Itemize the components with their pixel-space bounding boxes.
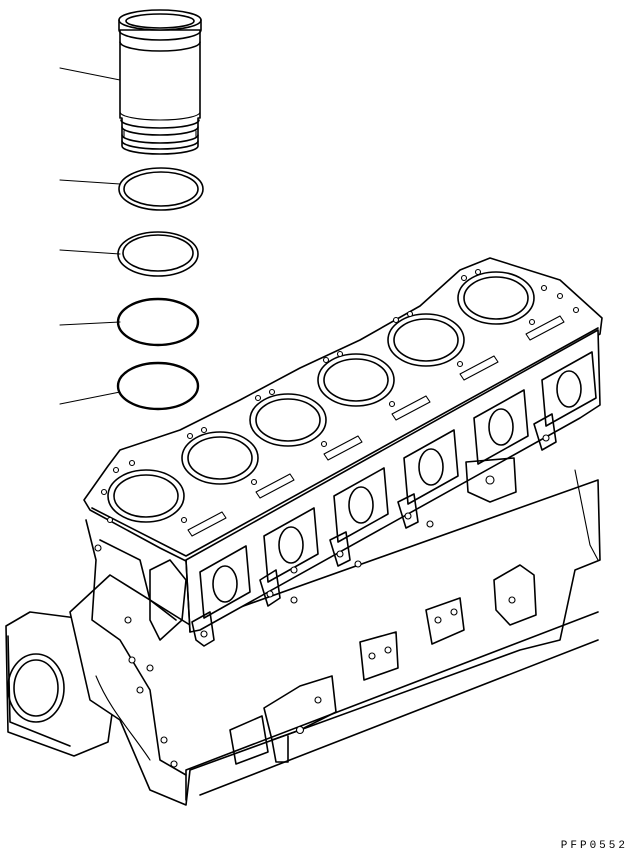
crankcase bbox=[69, 479, 601, 806]
leader-line-seal-ring-upper bbox=[59, 179, 121, 185]
leader-line-o-ring-upper bbox=[59, 321, 121, 326]
figure-code: PFP0552 bbox=[560, 840, 628, 852]
top-deck bbox=[83, 257, 603, 563]
deck-slots bbox=[187, 315, 565, 537]
cylinder-bores bbox=[107, 271, 535, 523]
cylinder-liner bbox=[118, 9, 202, 155]
liner-seal-ring-lower bbox=[117, 231, 199, 277]
o-ring-upper bbox=[116, 297, 200, 347]
deck-holes bbox=[100, 268, 580, 524]
leader-line-seal-ring-lower bbox=[59, 249, 121, 255]
o-ring-lower bbox=[116, 361, 200, 411]
side-windows bbox=[199, 351, 597, 619]
leader-lines bbox=[59, 67, 121, 405]
cylinder-block bbox=[5, 257, 603, 806]
leader-line-cylinder-liner bbox=[59, 67, 121, 81]
leader-line-o-ring-lower bbox=[59, 391, 121, 405]
side-bosses bbox=[191, 413, 557, 647]
liner-seal-ring-upper bbox=[118, 167, 204, 211]
